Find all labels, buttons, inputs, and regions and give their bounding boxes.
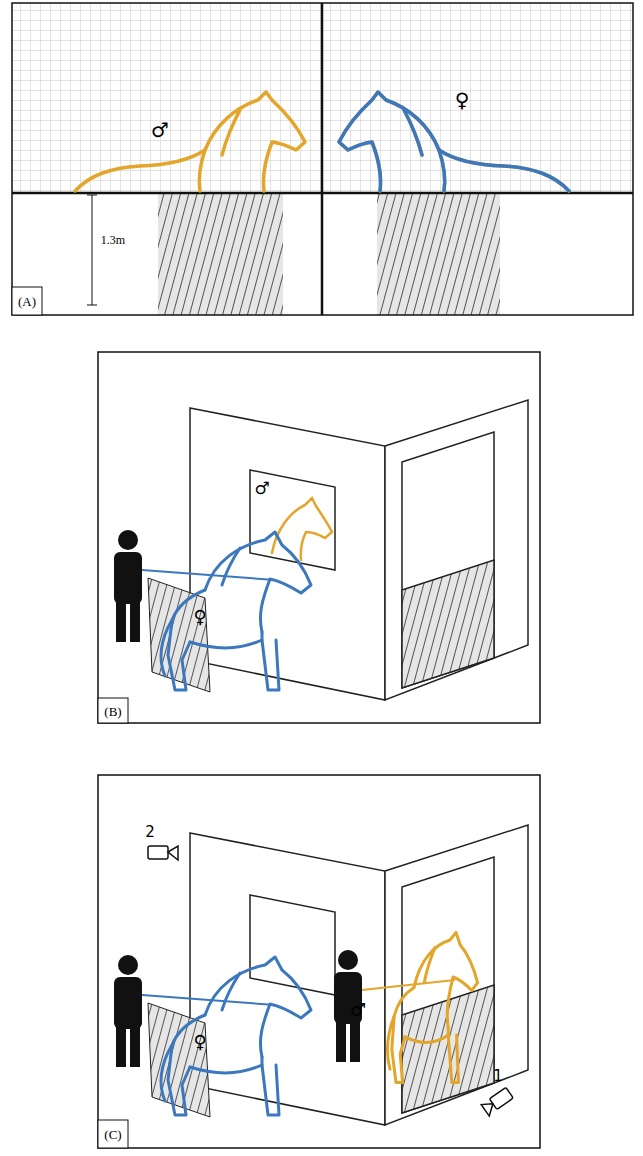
camera-1 (481, 1087, 514, 1116)
panel-label: (C) (104, 1128, 121, 1141)
panel-label: (B) (104, 705, 121, 718)
sex-symbol: ♂ (151, 120, 169, 140)
stall-perspective-b (98, 352, 540, 723)
male-horse-window (272, 498, 332, 560)
stall-perspective-c (98, 775, 540, 1148)
female-horse (339, 92, 569, 191)
sex-symbol: ♀ (455, 90, 470, 110)
male-horse (75, 92, 305, 191)
sex-symbol: ♀ (193, 1033, 206, 1051)
sex-symbol: ♂ (254, 480, 269, 497)
dimension-label: 1.3m (101, 234, 125, 246)
sex-symbol: ♀ (193, 608, 206, 626)
camera-2 (148, 846, 178, 860)
callout-number: 2 (145, 825, 155, 840)
stall-front-view (12, 3, 633, 315)
sex-symbol: ♂ (350, 1001, 366, 1019)
panel-label: (A) (18, 295, 36, 308)
callout-number: 1 (493, 1069, 503, 1084)
